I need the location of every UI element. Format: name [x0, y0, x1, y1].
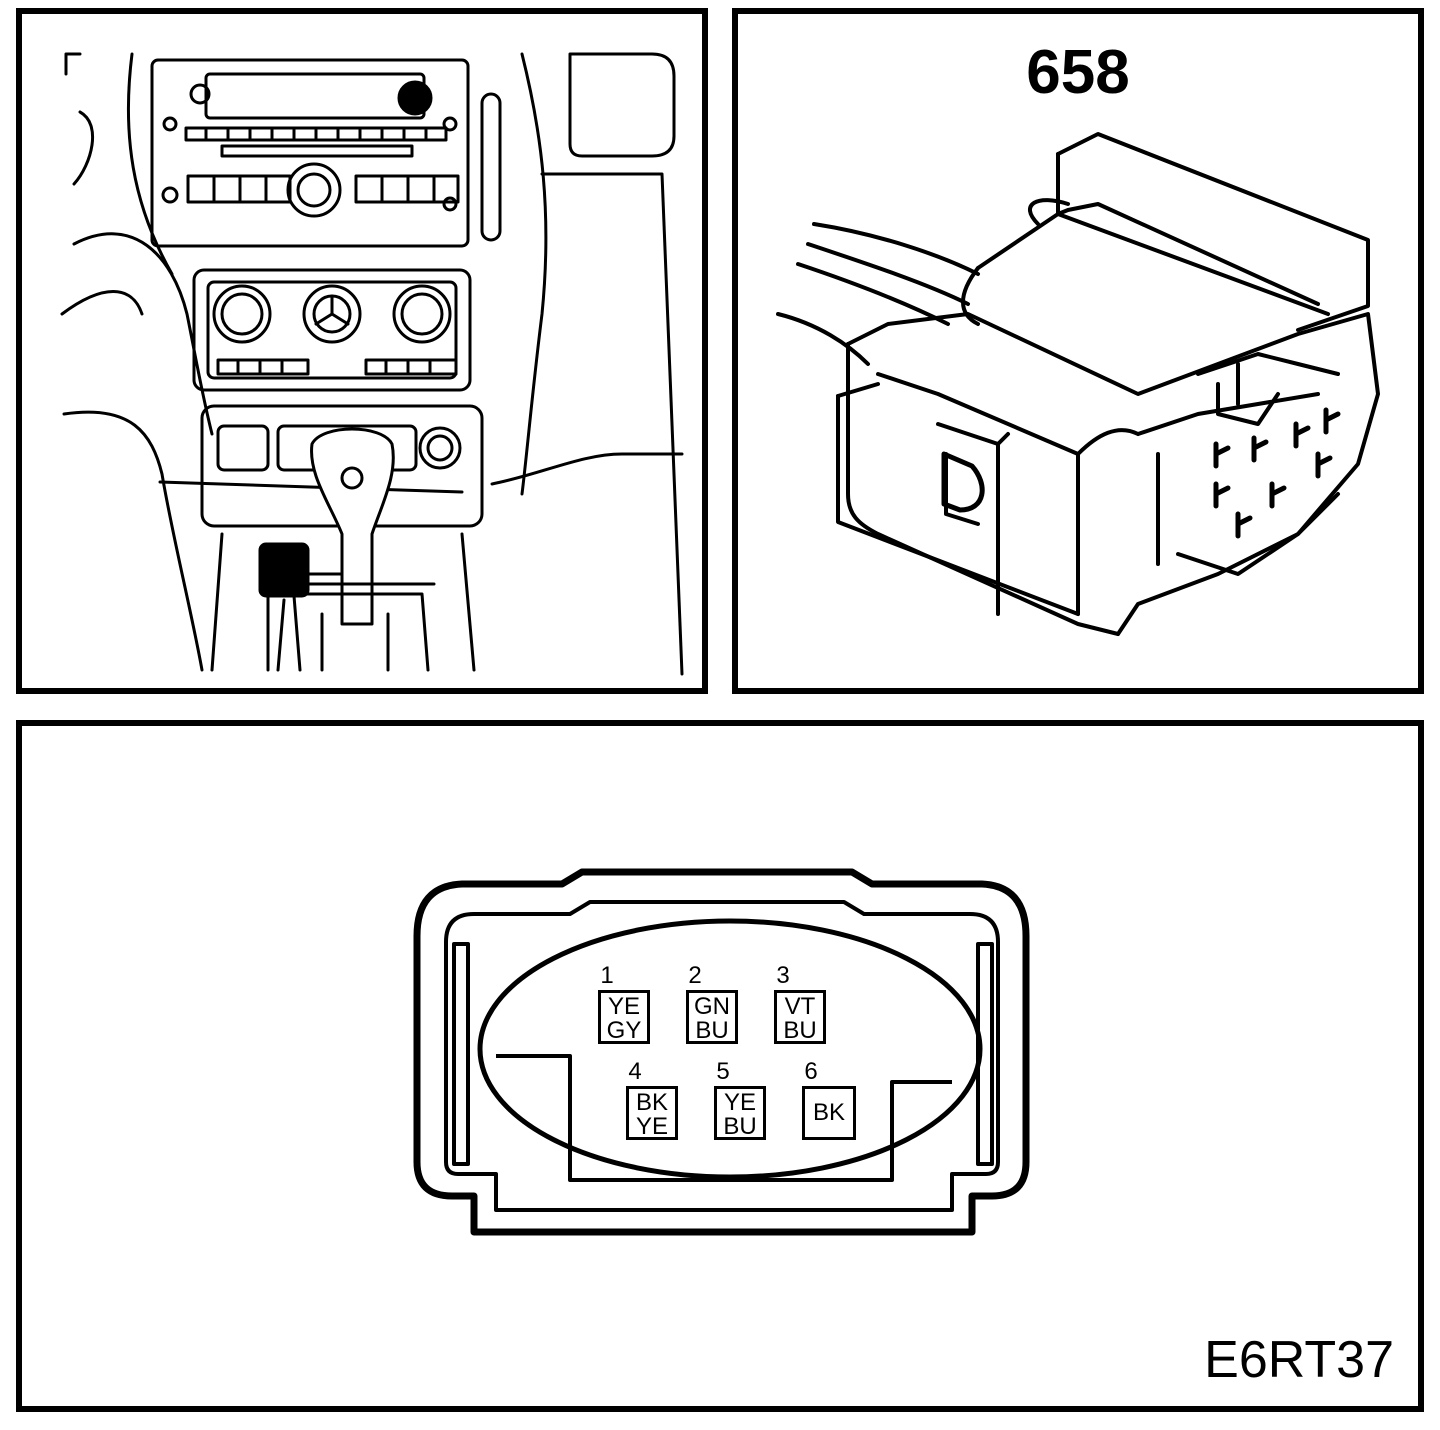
pin-3: 3 VT BU: [774, 962, 832, 1044]
center-console-drawing: [60, 52, 684, 676]
pin-4: 4 BK YE: [626, 1058, 684, 1140]
pin-5: 5 YE BU: [714, 1058, 772, 1140]
connector-isometric-drawing: [776, 132, 1380, 636]
figure-reference: E6RT37: [1204, 1331, 1394, 1389]
pin-color-line2: BU: [695, 1017, 729, 1044]
pin-color-line1: YE: [607, 993, 640, 1020]
pin-color-line1: GN: [694, 993, 730, 1020]
location-view-panel: [16, 8, 708, 694]
pin-color-line1: YE: [723, 1089, 756, 1116]
connector-view-panel: 658: [732, 8, 1424, 694]
pin-color-line2: BU: [783, 1017, 817, 1044]
pin-number: 1: [600, 962, 614, 989]
pin-number: 5: [716, 1058, 730, 1085]
pin-color-line1: VT: [784, 993, 816, 1020]
pin-number: 6: [804, 1058, 818, 1085]
pin-color-line2: YE: [635, 1113, 668, 1140]
pin-color-box: BK YE: [626, 1086, 678, 1140]
pin-color-line1: BK: [635, 1089, 668, 1116]
pin-2: 2 GN BU: [686, 962, 744, 1044]
pin-color-line2: GY: [606, 1017, 642, 1044]
terminal-view-panel: 1 YE GY 2 GN BU 3 VT BU 4 BK YE 5 YE BU: [16, 720, 1424, 1412]
pin-color-line1: BK: [812, 1099, 845, 1126]
pin-color-box: BK: [802, 1086, 856, 1140]
pin-number: 3: [776, 962, 790, 989]
pin-1: 1 YE GY: [598, 962, 656, 1044]
connector-face-drawing: [413, 868, 1030, 1236]
pin-number: 2: [688, 962, 702, 989]
pin-color-box: GN BU: [686, 990, 738, 1044]
pin-6: 6 BK: [802, 1058, 860, 1140]
pin-color-line2: BU: [723, 1113, 757, 1140]
pin-color-box: YE BU: [714, 1086, 766, 1140]
pin-color-box: VT BU: [774, 990, 826, 1044]
connector-number: 658: [1026, 38, 1130, 107]
pin-number: 4: [628, 1058, 642, 1085]
pin-color-box: YE GY: [598, 990, 650, 1044]
